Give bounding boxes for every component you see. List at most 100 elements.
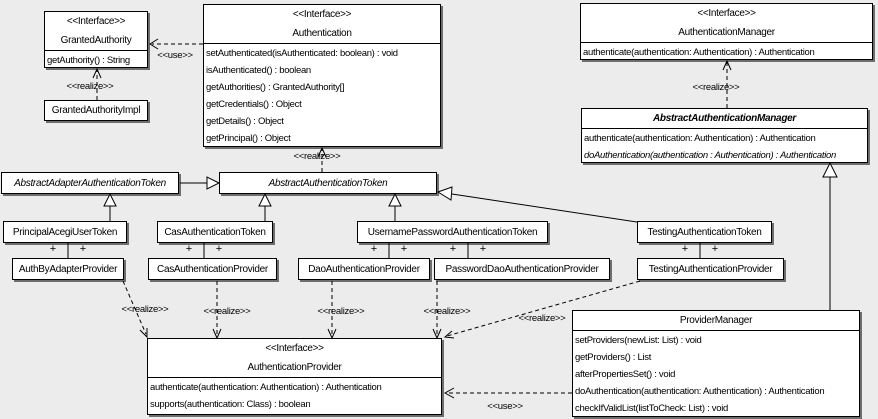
class-header: <<Interface>> AuthenticationManager bbox=[581, 4, 872, 43]
arrowhead-realize-provider5 bbox=[443, 330, 455, 339]
realize-stereotype-label: <<realize>> bbox=[518, 313, 566, 324]
class-name: GrantedAuthority bbox=[60, 35, 132, 46]
method: authenticate(authentication: Authenticat… bbox=[150, 382, 382, 393]
class-username-password-authentication-token: UsernamePasswordAuthenticationToken bbox=[357, 221, 548, 243]
realize-stereotype-label: <<realize>> bbox=[66, 81, 114, 92]
class-password-dao-authentication-provider: PasswordDaoAuthenticationProvider bbox=[434, 258, 610, 280]
stereotype-label: <<Interface>> bbox=[66, 16, 126, 27]
association-plus-mark: + bbox=[370, 243, 378, 255]
arrowhead-use-grantedauthority bbox=[149, 38, 159, 50]
realize-stereotype-label: <<realize>> bbox=[423, 306, 471, 317]
method-list: getAuthority() : String bbox=[45, 51, 147, 67]
class-name: PrincipalAcegiUserToken bbox=[12, 226, 118, 238]
method: doAuthentication(authentication: Authent… bbox=[575, 386, 825, 397]
triangle-abstracttoken-username bbox=[388, 192, 402, 207]
association-plus-mark: + bbox=[479, 243, 487, 255]
class-name: PasswordDaoAuthenticationProvider bbox=[445, 263, 599, 275]
method: isAuthenticated() : boolean bbox=[206, 65, 311, 76]
class-dao-authentication-provider: DaoAuthenticationProvider bbox=[298, 258, 430, 280]
association-plus-mark: + bbox=[215, 243, 223, 255]
class-name: Authentication bbox=[292, 28, 352, 39]
class-header: <<Interface>> GrantedAuthority bbox=[45, 12, 147, 51]
method: getPrincipal() : Object bbox=[206, 133, 291, 144]
class-abstract-adapter-authentication-token: AbstractAdapterAuthenticationToken bbox=[1, 172, 179, 194]
arrowhead-realize-provider2 bbox=[212, 328, 222, 340]
class-abstract-authentication-token: AbstractAuthenticationToken bbox=[219, 172, 437, 194]
class-granted-authority: <<Interface>> GrantedAuthority getAuthor… bbox=[44, 11, 148, 68]
use-stereotype-label: <<use>> bbox=[487, 401, 523, 412]
method: setProviders(newList: List) : void bbox=[575, 335, 702, 346]
realize-stereotype-label: <<realize>> bbox=[317, 306, 365, 317]
triangle-abstracttoken-left bbox=[206, 176, 221, 190]
method-abstract: doAuthentication(authentication : Authen… bbox=[584, 150, 837, 161]
class-name: UsernamePasswordAuthenticationToken bbox=[367, 226, 538, 238]
association-plus-mark: + bbox=[185, 243, 193, 255]
class-cas-authentication-token: CasAuthenticationToken bbox=[157, 221, 273, 243]
association-plus-mark: + bbox=[79, 243, 87, 255]
class-authentication-provider: <<Interface>> AuthenticationProvider aut… bbox=[147, 338, 442, 415]
method: checkIfValidList(listToCheck: List) : vo… bbox=[575, 403, 729, 414]
edge-gen-testingtoken bbox=[451, 193, 638, 223]
class-header: <<Interface>> AuthenticationProvider bbox=[148, 339, 441, 378]
method: supports(authentication: Class) : boolea… bbox=[150, 399, 311, 410]
method-list: setAuthenticated(isAuthenticated: boolea… bbox=[204, 44, 440, 146]
class-name: DaoAuthenticationProvider bbox=[308, 263, 420, 275]
class-name: AbstractAdapterAuthenticationToken bbox=[14, 177, 166, 189]
class-name: AbstractAuthenticationManager bbox=[582, 109, 867, 129]
realize-stereotype-label: <<realize>> bbox=[692, 82, 740, 93]
class-name: AuthByAdapterProvider bbox=[18, 263, 118, 275]
arrowhead-realize-provider4 bbox=[432, 328, 442, 340]
class-authentication: <<Interface>> Authentication setAuthenti… bbox=[203, 4, 441, 147]
method: afterPropertiesSet() : void bbox=[575, 369, 676, 380]
association-plus-mark: + bbox=[400, 243, 408, 255]
arrowhead-realize-grantedauthority bbox=[92, 67, 102, 79]
class-auth-by-adapter-provider: AuthByAdapterProvider bbox=[12, 258, 124, 280]
method: getAuthorities() : GrantedAuthority[] bbox=[206, 82, 345, 93]
class-provider-manager: ProviderManager setProviders(newList: Li… bbox=[572, 310, 860, 417]
class-name: TestingAuthenticationProvider bbox=[648, 263, 773, 275]
method: authenticate(authentication: Authenticat… bbox=[583, 47, 815, 58]
triangle-abstracttoken-cas bbox=[258, 192, 272, 207]
realize-stereotype-label: <<realize>> bbox=[121, 304, 169, 315]
method: getCredentials() : Object bbox=[206, 99, 302, 110]
class-name: CasAuthenticationProvider bbox=[157, 263, 268, 275]
class-name: AuthenticationManager bbox=[678, 27, 775, 38]
class-name: ProviderManager bbox=[573, 311, 859, 331]
class-abstract-authentication-manager: AbstractAuthenticationManager authentica… bbox=[581, 108, 868, 163]
method-list: setProviders(newList: List) : void getPr… bbox=[573, 331, 859, 416]
arrowhead-realize-authenticationmanager bbox=[722, 59, 732, 71]
method: getProviders() : List bbox=[575, 352, 652, 363]
association-plus-mark: + bbox=[49, 243, 57, 255]
realize-stereotype-label: <<realize>> bbox=[203, 306, 251, 317]
class-testing-authentication-provider: TestingAuthenticationProvider bbox=[637, 258, 784, 280]
method-list: authenticate(authentication: Authenticat… bbox=[581, 43, 872, 59]
class-header: <<Interface>> Authentication bbox=[204, 5, 440, 44]
method-list: authenticate(authentication: Authenticat… bbox=[582, 129, 867, 162]
class-cas-authentication-provider: CasAuthenticationProvider bbox=[148, 258, 277, 280]
triangle-abstractmanager bbox=[822, 161, 838, 178]
class-name: TestingAuthenticationToken bbox=[647, 226, 762, 238]
class-testing-authentication-token: TestingAuthenticationToken bbox=[637, 221, 772, 243]
method: authenticate(authentication: Authenticat… bbox=[584, 133, 816, 144]
triangle-abstracttoken-right bbox=[436, 186, 453, 201]
stereotype-label: <<Interface>> bbox=[292, 9, 352, 20]
class-granted-authority-impl: GrantedAuthorityImpl bbox=[44, 100, 148, 121]
use-stereotype-label: <<use>> bbox=[157, 50, 193, 61]
association-plus-mark: + bbox=[449, 243, 457, 255]
association-edges bbox=[67, 243, 701, 258]
arrowhead-realize-provider1 bbox=[139, 328, 148, 339]
class-name: AuthenticationProvider bbox=[247, 362, 342, 373]
class-name: AbstractAuthenticationToken bbox=[268, 177, 388, 189]
stereotype-label: <<Interface>> bbox=[697, 8, 756, 19]
class-name: GrantedAuthorityImpl bbox=[51, 105, 141, 116]
method: getAuthority() : String bbox=[47, 55, 130, 66]
class-authentication-manager: <<Interface>> AuthenticationManager auth… bbox=[580, 3, 873, 60]
arrowhead-use-authenticationprovider bbox=[443, 387, 455, 399]
method: getDetails() : Object bbox=[206, 116, 284, 127]
class-name: CasAuthenticationToken bbox=[164, 226, 266, 238]
generalization-arrowheads bbox=[103, 161, 838, 207]
realize-stereotype-label: <<realize>> bbox=[293, 151, 341, 162]
method: setAuthenticated(isAuthenticated: boolea… bbox=[206, 48, 398, 59]
stereotype-label: <<Interface>> bbox=[265, 343, 324, 354]
